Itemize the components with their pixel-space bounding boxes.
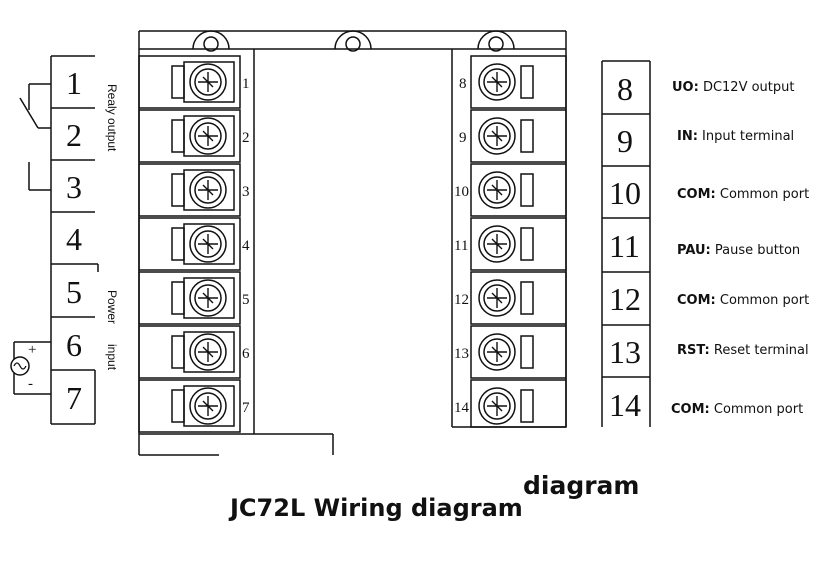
- terminal-description: RST: Reset terminal: [677, 343, 809, 358]
- power-label-2: input: [105, 344, 119, 371]
- description-text: Input terminal: [697, 129, 795, 144]
- description-code: IN:: [677, 129, 698, 144]
- device-right-terminals: [470, 55, 567, 428]
- right-number: 12: [609, 281, 641, 317]
- main-caption: JC72L Wiring diagram: [230, 494, 523, 522]
- terminal-number: 5: [242, 292, 250, 308]
- terminal-number: 3: [242, 184, 250, 200]
- device-left-terminal-numbers: 1 2 3 4 5 6 7: [242, 76, 250, 416]
- terminal-description: IN: Input terminal: [677, 129, 794, 144]
- description-code: COM:: [677, 187, 716, 202]
- left-block-numbers: 1 2 3 4 5 6 7: [66, 65, 82, 416]
- terminal-number: 4: [242, 238, 250, 254]
- relay-output-label: Realy output: [105, 84, 119, 152]
- right-number: 11: [609, 228, 640, 264]
- left-number: 7: [66, 380, 82, 416]
- left-number: 6: [66, 327, 82, 363]
- terminal-number: 7: [242, 400, 250, 416]
- terminal-description: PAU: Pause button: [677, 243, 800, 258]
- right-number: 13: [609, 334, 641, 370]
- terminal-number: 6: [242, 346, 250, 362]
- description-text: DC12V output: [698, 80, 795, 95]
- left-number: 3: [66, 169, 82, 205]
- description-text: Common port: [715, 187, 810, 202]
- terminal-number: 11: [454, 238, 468, 254]
- right-number: 8: [617, 71, 633, 107]
- device-right-terminal-numbers: 8 9 10 11 12 13 14: [454, 76, 470, 416]
- power-label-1: Power: [105, 290, 119, 324]
- terminal-number: 10: [454, 184, 469, 200]
- terminal-number: 1: [242, 76, 250, 92]
- description-code: COM:: [677, 293, 716, 308]
- right-number: 14: [609, 387, 641, 423]
- minus-sign: -: [28, 376, 33, 392]
- description-text: Common port: [709, 402, 804, 417]
- description-code: PAU:: [677, 243, 711, 258]
- device-left-terminals: [138, 55, 241, 433]
- terminal-description: UO: DC12V output: [672, 80, 794, 95]
- terminal-description: COM: Common port: [677, 187, 809, 202]
- device-left-screws: [198, 72, 218, 416]
- left-number: 1: [66, 65, 82, 101]
- device-right-screws: [487, 72, 507, 416]
- terminal-number: 2: [242, 130, 250, 146]
- left-number: 2: [66, 117, 82, 153]
- right-number: 10: [609, 175, 641, 211]
- left-number: 4: [66, 221, 82, 257]
- right-terminal-block: [601, 60, 651, 427]
- secondary-caption: diagram: [523, 471, 640, 500]
- terminal-description: COM: Common port: [671, 402, 803, 417]
- power-source-icon: [10, 356, 30, 376]
- left-terminal-block: [13, 55, 99, 425]
- description-code: RST:: [677, 343, 710, 358]
- plus-sign: +: [28, 342, 36, 358]
- terminal-number: 9: [459, 130, 467, 146]
- description-code: COM:: [671, 402, 710, 417]
- description-text: Reset terminal: [709, 343, 809, 358]
- left-number: 5: [66, 274, 82, 310]
- terminal-number: 8: [459, 76, 467, 92]
- description-code: UO:: [672, 80, 699, 95]
- description-text: Pause button: [710, 243, 801, 258]
- right-number: 9: [617, 123, 633, 159]
- terminal-number: 13: [454, 346, 469, 362]
- terminal-number: 12: [454, 292, 469, 308]
- terminal-description: COM: Common port: [677, 293, 809, 308]
- terminal-number: 14: [454, 400, 470, 416]
- description-text: Common port: [715, 293, 810, 308]
- right-block-numbers: 8 9 10 11 12 13 14: [609, 71, 641, 423]
